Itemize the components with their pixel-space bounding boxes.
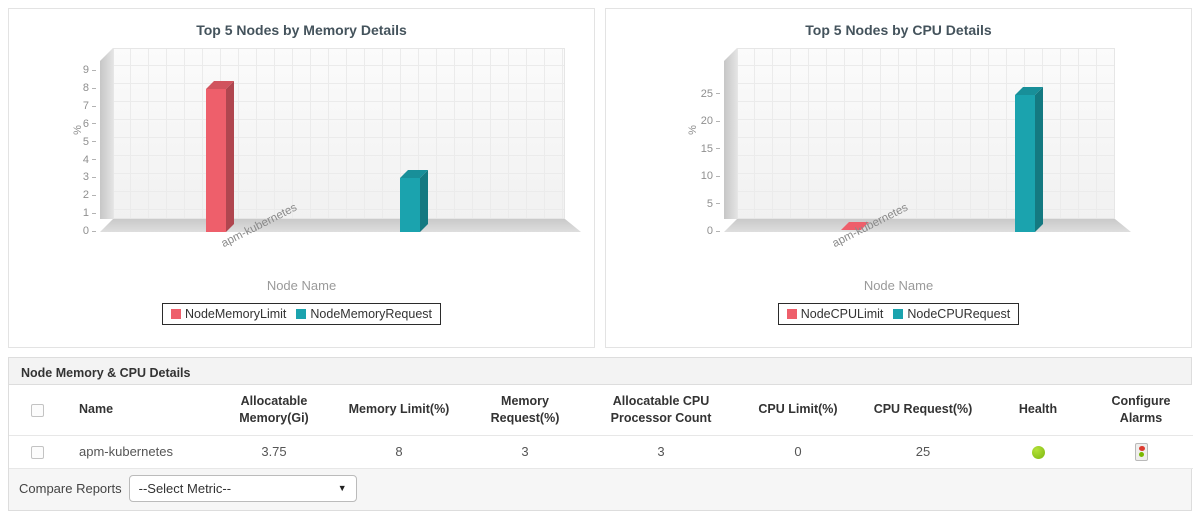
header-checkbox-cell — [9, 385, 65, 436]
cpu-chart-plot: 0 5 10 15 20 25% — [606, 48, 1191, 237]
col-header-allocatable-memory: Allocatable Memory(Gi) — [215, 385, 333, 436]
chart-floor — [724, 219, 1131, 232]
panel-title: Node Memory & CPU Details — [21, 366, 191, 380]
y-tick-label: 3 — [9, 171, 96, 183]
panel-titlebar: Node Memory & CPU Details — [9, 358, 1191, 385]
table-row: apm-kubernetes 3.75 8 3 3 0 25 — [9, 435, 1193, 469]
cell-cpu-limit: 0 — [737, 435, 859, 469]
cpu-chart-legend: NodeCPULimit NodeCPURequest — [606, 303, 1191, 325]
configure-alarms-icon[interactable] — [1134, 442, 1148, 461]
y-axis-title: % — [71, 125, 84, 135]
select-all-checkbox[interactable] — [30, 403, 44, 417]
legend-label: NodeMemoryRequest — [310, 307, 432, 321]
cell-memory-limit: 8 — [333, 435, 465, 469]
legend-item: NodeCPURequest — [893, 307, 1010, 321]
y-tick-label: 4 — [9, 154, 96, 166]
col-header-cpu-limit: CPU Limit(%) — [737, 385, 859, 436]
table-footer: Compare Reports --Select Metric-- ▼ — [9, 468, 1191, 510]
y-tick-label: 25 — [606, 88, 720, 100]
y-tick-label: 0 — [9, 225, 96, 237]
charts-row: Top 5 Nodes by Memory Details 0 1 2 3 4 5 6 7 8 9… — [8, 8, 1192, 348]
cell-configure-alarms — [1089, 435, 1193, 469]
row-checkbox-cell — [9, 435, 65, 469]
bar-NodeCPURequest — [1014, 94, 1035, 232]
cell-node-name: apm-kubernetes — [65, 435, 215, 469]
health-status-icon — [1031, 446, 1045, 460]
chevron-down-icon: ▼ — [337, 483, 347, 494]
y-tick-label: 1 — [9, 207, 96, 219]
y-tick-label: 9 — [9, 64, 96, 76]
legend-item: NodeMemoryLimit — [170, 307, 287, 321]
chart-left-wall — [724, 48, 737, 219]
legend-item: NodeMemoryRequest — [296, 307, 432, 321]
memory-chart-title: Top 5 Nodes by Memory Details — [196, 22, 407, 38]
memory-chart-legend: NodeMemoryLimit NodeMemoryRequest — [9, 303, 594, 325]
legend-swatch-teal — [893, 309, 904, 319]
y-tick-label: 7 — [9, 100, 96, 112]
cell-allocatable-memory: 3.75 — [215, 435, 333, 469]
col-header-configure-alarms: Configure Alarms — [1089, 385, 1193, 436]
x-axis-title: Node Name — [863, 278, 934, 293]
legend-label: NodeMemoryLimit — [184, 307, 287, 321]
chart-back-wall — [737, 48, 1115, 219]
y-tick-label: 5 — [606, 198, 720, 210]
y-tick-label: 0 — [606, 225, 720, 237]
y-tick-label: 10 — [606, 170, 720, 182]
x-axis-title: Node Name — [266, 278, 337, 293]
memory-chart-plot: 0 1 2 3 4 5 6 7 8 9% — [9, 48, 594, 237]
cpu-chart-panel: Top 5 Nodes by CPU Details 0 5 10 15 20 25% a… — [605, 8, 1192, 348]
legend-swatch-red — [170, 309, 181, 319]
bar-NodeMemoryRequest — [400, 178, 421, 232]
col-header-memory-limit: Memory Limit(%) — [333, 385, 465, 436]
cpu-chart-xaxis: apm-kubernetes — [606, 202, 1191, 278]
col-header-health: Health — [987, 385, 1089, 436]
chart-floor — [100, 219, 581, 232]
y-tick-label: 6 — [9, 118, 96, 130]
y-tick-label: 20 — [606, 115, 720, 127]
chart-back-wall — [113, 48, 565, 219]
col-header-allocatable-cpu: Allocatable CPU Processor Count — [585, 385, 737, 436]
legend-item: NodeCPULimit — [786, 307, 884, 321]
chart-left-wall — [100, 48, 113, 219]
memory-chart-panel: Top 5 Nodes by Memory Details 0 1 2 3 4 5 6 7 8 9… — [8, 8, 595, 348]
metric-select-value: --Select Metric-- — [138, 480, 232, 496]
cell-cpu-request: 25 — [859, 435, 987, 469]
col-header-memory-request: Memory Request(%) — [465, 385, 585, 436]
legend-swatch-teal — [296, 309, 307, 319]
cell-health — [987, 435, 1089, 469]
y-axis-title: % — [686, 125, 699, 135]
y-tick-label: 5 — [9, 136, 96, 148]
metric-select-dropdown[interactable]: --Select Metric-- ▼ — [128, 474, 357, 502]
y-tick-label: 15 — [606, 143, 720, 155]
row-checkbox[interactable] — [30, 446, 44, 460]
node-details-table: Name Allocatable Memory(Gi) Memory Limit… — [9, 385, 1193, 469]
memory-chart-xaxis: apm-kubernetes — [9, 202, 594, 278]
node-details-panel: Node Memory & CPU Details Name Allocatab… — [8, 357, 1193, 511]
col-header-cpu-request: CPU Request(%) — [859, 385, 987, 436]
cell-allocatable-cpu: 3 — [585, 435, 737, 469]
y-tick-label: 8 — [9, 82, 96, 94]
table-header-row: Name Allocatable Memory(Gi) Memory Limit… — [9, 385, 1193, 436]
legend-swatch-red — [786, 309, 797, 319]
legend-box: NodeMemoryLimit NodeMemoryRequest — [161, 303, 441, 325]
bar-NodeMemoryLimit — [205, 89, 226, 232]
compare-reports-label: Compare Reports — [19, 480, 122, 496]
legend-box: NodeCPULimit NodeCPURequest — [777, 303, 1020, 325]
cell-memory-request: 3 — [465, 435, 585, 469]
y-tick-label: 2 — [9, 189, 96, 201]
legend-label: NodeCPURequest — [907, 307, 1011, 321]
legend-label: NodeCPULimit — [800, 307, 884, 321]
cpu-chart-title: Top 5 Nodes by CPU Details — [805, 22, 992, 38]
col-header-name: Name — [65, 385, 215, 436]
